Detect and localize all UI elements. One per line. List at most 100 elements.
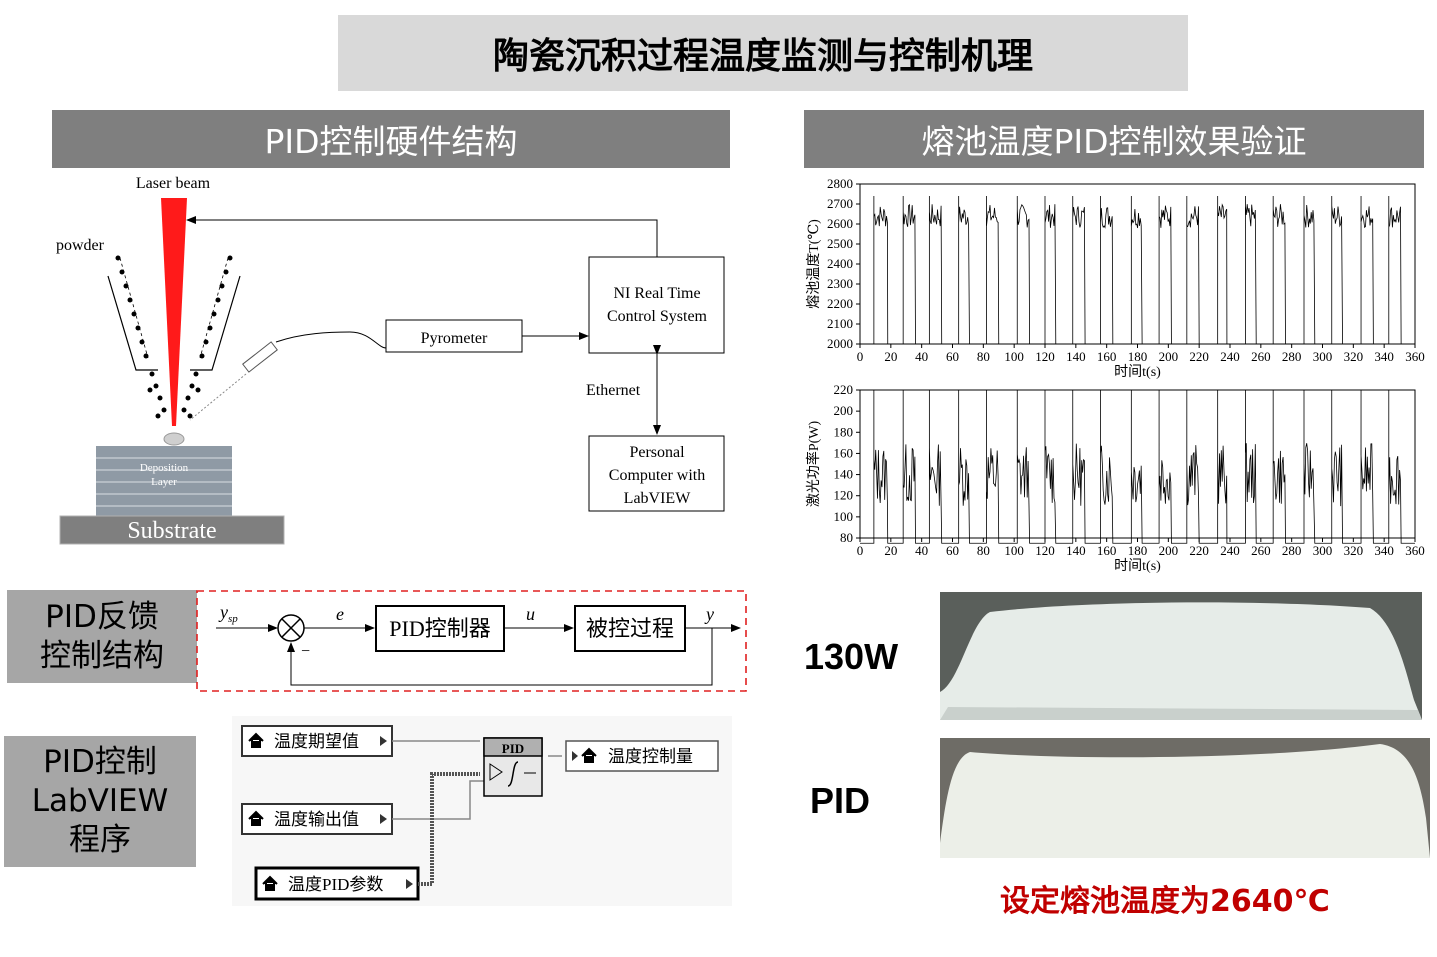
x-tick-label: 360 <box>1405 543 1425 558</box>
x-axis-label: 时间t(s) <box>1114 364 1161 380</box>
x-tick-label: 60 <box>946 543 959 558</box>
y-axis-label: 激光功率P(W) <box>805 421 822 508</box>
laser-beam <box>161 198 187 426</box>
ni-realtime-box <box>588 256 725 354</box>
x-tick-label: 120 <box>1035 349 1055 364</box>
y-tick-label: 2300 <box>827 276 853 291</box>
x-tick-label: 80 <box>977 349 990 364</box>
x-tick-label: 20 <box>884 349 897 364</box>
process-label: 被控过程 <box>586 616 674 641</box>
ni-label-1: NI Real Time <box>613 285 700 302</box>
x-tick-label: 220 <box>1189 349 1209 364</box>
x-tick-label: 280 <box>1282 543 1302 558</box>
x-tick-label: 280 <box>1282 349 1302 364</box>
y-tick-label: 2000 <box>827 336 853 351</box>
params-label: 温度PID参数 <box>288 875 383 894</box>
pyrometer-label: Pyrometer <box>421 330 488 347</box>
ni-label-2: Control System <box>607 308 708 325</box>
output-symbol: y <box>704 604 714 624</box>
sample-130w-photo <box>940 592 1422 720</box>
y-tick-label: 2400 <box>827 256 853 271</box>
sample-130w-label: 130W <box>804 636 899 677</box>
x-tick-label: 260 <box>1251 543 1271 558</box>
x-tick-label: 0 <box>857 543 864 558</box>
data-series <box>860 195 1415 345</box>
ethernet-label: Ethernet <box>586 382 641 399</box>
params-terminal <box>254 866 420 901</box>
powder-particles <box>115 255 233 455</box>
y-axis-label: 熔池温度T(℃) <box>806 219 822 309</box>
pc-box <box>588 435 725 512</box>
melt-pool <box>163 432 185 446</box>
x-tick-label: 40 <box>915 349 928 364</box>
x-tick-label: 100 <box>1004 543 1024 558</box>
powder-label: powder <box>56 237 105 254</box>
y-tick-label: 2100 <box>827 316 853 331</box>
control-label: 温度控制量 <box>608 747 693 766</box>
pc-label-1: Personal <box>629 444 685 461</box>
x-tick-label: 140 <box>1066 543 1086 558</box>
y-tick-label: 160 <box>834 445 854 460</box>
y-tick-label: 80 <box>840 530 853 545</box>
minus-sign: − <box>301 643 310 660</box>
data-series <box>860 389 1415 544</box>
deposition-label-1: Deposition <box>140 462 189 474</box>
error-symbol: e <box>336 604 344 624</box>
x-tick-label: 20 <box>884 543 897 558</box>
x-tick-label: 160 <box>1097 543 1117 558</box>
x-tick-label: 340 <box>1374 543 1394 558</box>
output-terminal <box>241 803 393 835</box>
pc-label-3: LabVIEW <box>624 490 692 507</box>
x-tick-label: 360 <box>1405 349 1425 364</box>
x-tick-label: 200 <box>1159 543 1179 558</box>
process-block <box>574 605 686 652</box>
feedback-label-line1: PID反馈 <box>45 598 159 635</box>
feedback-section-label: PID反馈控制结构 <box>7 590 197 683</box>
deposition-layer <box>96 446 232 516</box>
y-tick-label: 220 <box>834 382 854 397</box>
feedback-diagram: ysp − e PID控制器 u 被控过程 y <box>196 590 747 692</box>
y-tick-label: 120 <box>834 488 854 503</box>
x-tick-label: 300 <box>1313 349 1333 364</box>
labview-label-line1: PID控制 <box>43 744 157 781</box>
x-tick-label: 340 <box>1374 349 1394 364</box>
x-tick-label: 120 <box>1035 543 1055 558</box>
validation-section-header: 熔池温度PID控制效果验证 <box>804 110 1424 168</box>
x-tick-label: 180 <box>1128 349 1148 364</box>
y-tick-label: 2500 <box>827 236 853 251</box>
y-tick-label: 2800 <box>827 176 853 191</box>
hardware-section-header: PID控制硬件结构 <box>52 110 730 168</box>
control-indicator <box>565 740 719 772</box>
sample-pid-label: PID <box>810 780 871 821</box>
y-tick-label: 180 <box>834 424 854 439</box>
sample-pid-shape <box>940 744 1430 858</box>
x-tick-label: 300 <box>1313 543 1333 558</box>
ni-to-laser-arrow <box>186 216 658 257</box>
pid-vi-label: PID <box>502 741 524 756</box>
labview-block-diagram: 温度期望值 温度输出值 温度PID参数 PID 温度控制量 <box>232 716 732 906</box>
x-tick-label: 240 <box>1220 349 1240 364</box>
y-tick-label: 2700 <box>827 196 853 211</box>
x-tick-label: 60 <box>946 349 959 364</box>
x-tick-label: 200 <box>1159 349 1179 364</box>
x-tick-label: 180 <box>1128 543 1148 558</box>
feedback-dashed-frame <box>196 590 747 692</box>
x-tick-label: 320 <box>1344 349 1364 364</box>
y-tick-label: 200 <box>834 403 854 418</box>
output-label: 温度输出值 <box>274 810 359 829</box>
y-tick-label: 2600 <box>827 216 853 231</box>
x-tick-label: 240 <box>1220 543 1240 558</box>
x-tick-label: 220 <box>1189 543 1209 558</box>
x-tick-label: 0 <box>857 349 864 364</box>
y-tick-label: 140 <box>834 467 854 482</box>
pid-controller-label: PID控制器 <box>389 616 490 641</box>
feedback-label-line2: 控制结构 <box>40 637 164 674</box>
x-tick-label: 160 <box>1097 349 1117 364</box>
laser-beam-label: Laser beam <box>136 175 211 192</box>
setpoint-label: 温度期望值 <box>274 732 359 751</box>
x-tick-label: 320 <box>1344 543 1364 558</box>
